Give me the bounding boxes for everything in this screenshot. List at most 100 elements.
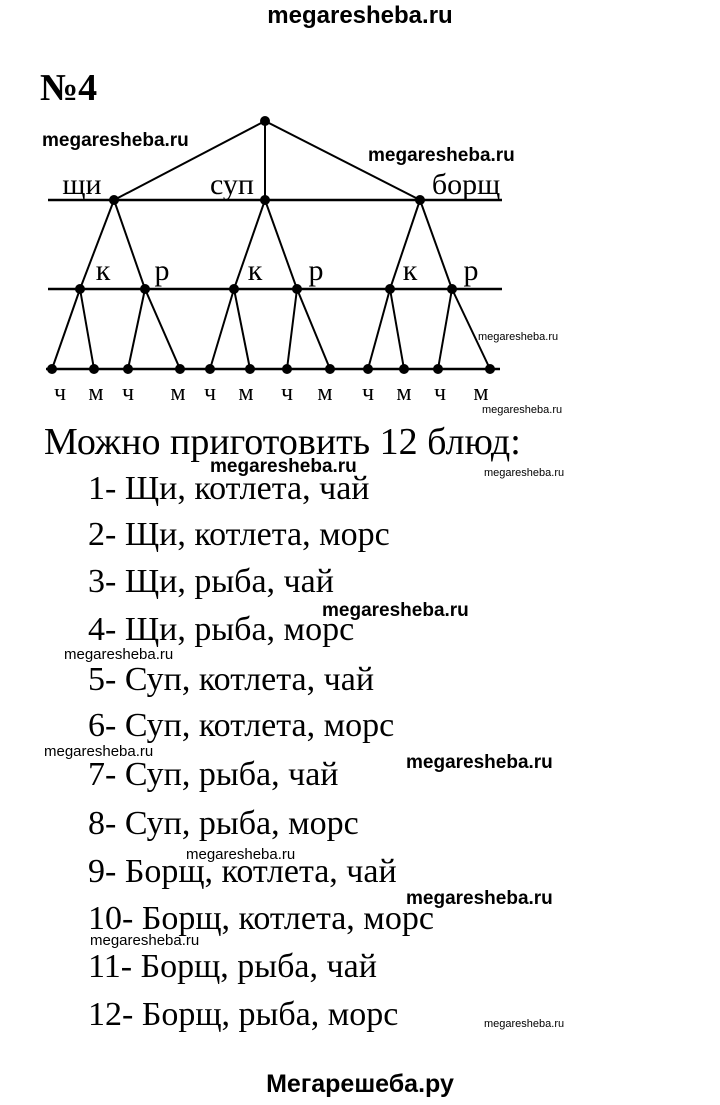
soup-node: [109, 195, 119, 205]
drink-label: м: [473, 380, 488, 406]
dish-item: 8- Суп, рыба, морс: [88, 805, 359, 843]
tree-edge: [144, 288, 181, 370]
dish-item: 10- Борщ, котлета, морс: [88, 900, 434, 938]
main-dish-label: к: [96, 254, 111, 287]
tree-edge: [389, 199, 421, 290]
watermark: megaresheba.ru: [406, 752, 553, 773]
drink-node: [89, 364, 99, 374]
drink-node: [433, 364, 443, 374]
dish-number: 6-: [88, 707, 117, 744]
tree-edge: [127, 288, 146, 370]
main-dish-label: р: [464, 254, 479, 287]
main-dish-node: [385, 284, 395, 294]
dish-item: 7- Суп, рыба, чай: [88, 756, 338, 794]
site-footer: Мегарешеба.ру: [266, 1070, 454, 1098]
watermark: megaresheba.ru: [44, 743, 154, 760]
soup-label: суп: [210, 168, 254, 201]
drink-label: ч: [204, 380, 216, 406]
task-number: №4: [40, 67, 98, 109]
main-dish-node: [292, 284, 302, 294]
watermark: megaresheba.ru: [42, 130, 189, 151]
site-header: megaresheba.ru: [267, 2, 453, 29]
main-dish-node: [447, 284, 457, 294]
dish-text: Суп, рыба, морс: [124, 805, 359, 842]
watermark: megaresheba.ru: [64, 646, 174, 663]
watermark: megaresheba.ru: [484, 1018, 565, 1030]
dish-item: 12- Борщ, рыба, морс: [88, 996, 398, 1034]
soup-node: [260, 195, 270, 205]
dish-number: 11-: [88, 948, 133, 985]
tree-edge: [367, 288, 391, 370]
root-node: [260, 116, 270, 126]
main-dish-label: р: [155, 254, 170, 287]
drink-label: ч: [54, 380, 66, 406]
main-dish-node: [75, 284, 85, 294]
drink-node: [325, 364, 335, 374]
dish-text: Борщ, котлета, морс: [141, 900, 434, 937]
drink-label: ч: [362, 380, 374, 406]
drink-node: [245, 364, 255, 374]
drink-label: м: [170, 380, 185, 406]
drink-label: м: [317, 380, 332, 406]
tree-edge: [51, 288, 81, 370]
main-dish-label: р: [309, 254, 324, 287]
soup-node: [415, 195, 425, 205]
watermark: megaresheba.ru: [406, 888, 553, 909]
dish-text: Щи, рыба, чай: [124, 563, 334, 600]
drink-label: ч: [122, 380, 134, 406]
drink-label: м: [88, 380, 103, 406]
answer-intro: Можно приготовить 12 блюд:: [44, 421, 521, 463]
tree-edge: [264, 120, 421, 201]
tree-edge: [233, 199, 266, 290]
dish-number: 12-: [88, 996, 134, 1033]
dish-number: 7-: [88, 756, 117, 793]
drink-node: [175, 364, 185, 374]
dish-number: 1-: [88, 470, 117, 507]
dish-number: 4-: [88, 611, 117, 648]
dish-text: Борщ, рыба, морс: [141, 996, 399, 1033]
dish-text: Суп, котлета, чай: [124, 661, 375, 698]
tree-edge: [389, 288, 405, 370]
watermark: megaresheba.ru: [90, 932, 200, 949]
tree-edge: [79, 288, 95, 370]
tree-edge: [419, 199, 453, 290]
watermark: megaresheba.ru: [210, 456, 357, 477]
watermark: megaresheba.ru: [478, 331, 559, 343]
drink-node: [282, 364, 292, 374]
dish-text: Борщ, котлета, чай: [124, 853, 397, 890]
dish-number: 3-: [88, 563, 117, 600]
tree-edge: [437, 288, 453, 370]
dish-text: Суп, котлета, морс: [124, 707, 395, 744]
dish-item: 5- Суп, котлета, чай: [88, 661, 374, 699]
dish-number: 2-: [88, 516, 117, 553]
dish-item: 3- Щи, рыба, чай: [88, 563, 334, 601]
drink-node: [123, 364, 133, 374]
dish-item: 11- Борщ, рыба, чай: [88, 948, 377, 986]
main-dish-node: [229, 284, 239, 294]
watermark: megaresheba.ru: [484, 467, 565, 479]
watermark: megaresheba.ru: [482, 404, 563, 416]
soup-label: борщ: [432, 168, 500, 201]
drink-label: м: [396, 380, 411, 406]
dish-number: 8-: [88, 805, 117, 842]
drink-node: [363, 364, 373, 374]
dish-text: Щи, рыба, морс: [124, 611, 355, 648]
dish-number: 10-: [88, 900, 134, 937]
tree-edge: [113, 199, 146, 290]
tree-edge: [451, 288, 491, 370]
drink-node: [205, 364, 215, 374]
tree-edge: [209, 288, 235, 370]
watermark: megaresheba.ru: [322, 600, 469, 621]
tree-edge: [113, 120, 266, 201]
main-dish-node: [140, 284, 150, 294]
dish-number: 5-: [88, 661, 117, 698]
watermark: megaresheba.ru: [368, 145, 515, 166]
tree-edge: [264, 199, 298, 290]
tree-edge: [233, 288, 251, 370]
dish-item: 1- Щи, котлета, чай: [88, 470, 370, 508]
drink-label: ч: [281, 380, 293, 406]
tree-edge: [296, 288, 331, 370]
dish-item: 9- Борщ, котлета, чай: [88, 853, 397, 891]
dish-number: 9-: [88, 853, 117, 890]
